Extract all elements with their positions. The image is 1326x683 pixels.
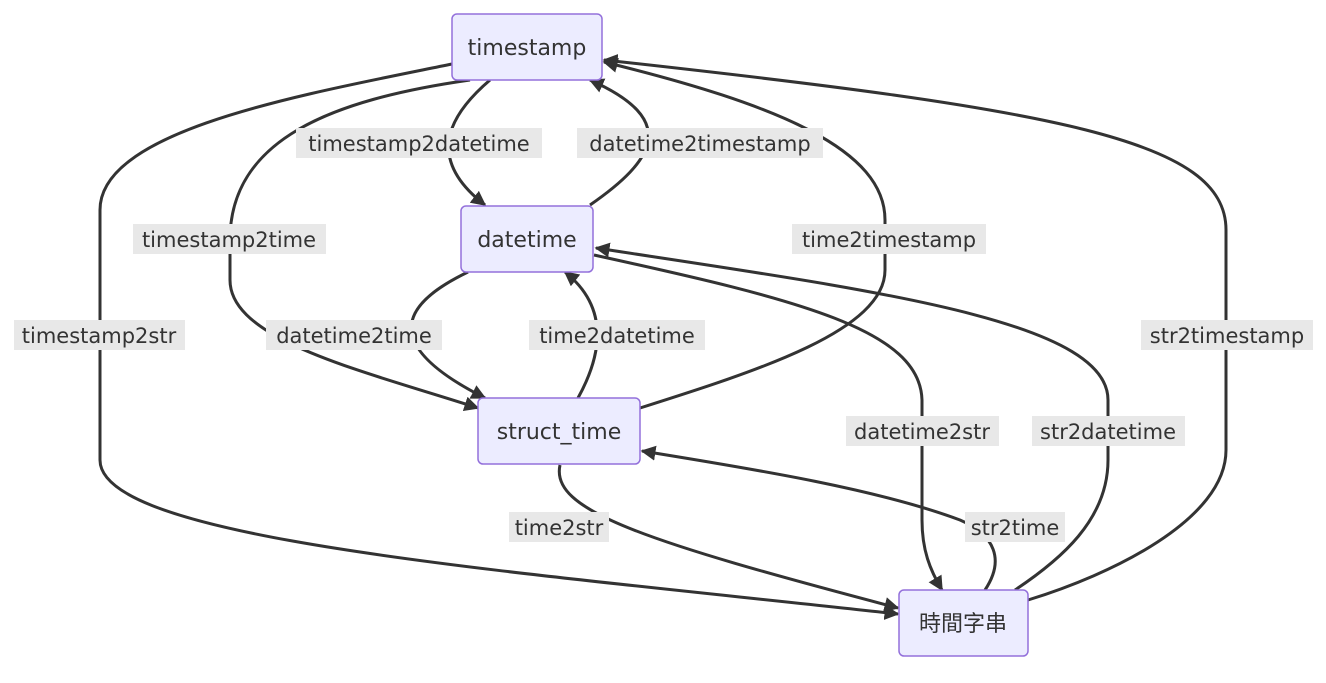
edge-label-datetime2timestamp: datetime2timestamp: [577, 128, 823, 158]
svg-text:str2timestamp: str2timestamp: [1150, 324, 1304, 348]
edge-str2timestamp: [602, 54, 1228, 602]
svg-text:datetime2timestamp: datetime2timestamp: [589, 132, 810, 156]
edge-str2datetime: [594, 242, 1110, 592]
edge-label-datetime2time: datetime2time: [266, 320, 442, 350]
edge-label-timestamp2datetime: timestamp2datetime: [296, 128, 542, 158]
svg-text:datetime: datetime: [477, 228, 576, 253]
svg-text:時間字串: 時間字串: [919, 612, 1007, 637]
node-timestamp: timestamp: [451, 13, 603, 81]
svg-text:time2str: time2str: [515, 516, 604, 540]
svg-text:datetime2time: datetime2time: [276, 324, 432, 348]
edge-label-str2timestamp: str2timestamp: [1141, 320, 1313, 350]
edge-label-str2time: str2time: [965, 512, 1065, 542]
node-struct-time: struct_time: [477, 397, 641, 465]
edge-label-datetime2str: datetime2str: [846, 416, 999, 446]
edge-label-time2datetime: time2datetime: [529, 320, 705, 350]
edge-str2time: [640, 445, 997, 591]
node-time-string: 時間字串: [898, 589, 1029, 657]
svg-text:timestamp2str: timestamp2str: [22, 324, 177, 348]
svg-text:datetime2str: datetime2str: [854, 420, 990, 444]
edge-time2timestamp: [602, 57, 887, 410]
svg-text:time2datetime: time2datetime: [539, 324, 695, 348]
svg-text:str2datetime: str2datetime: [1040, 420, 1176, 444]
edge-timestamp2str: [98, 62, 900, 620]
edge-time2str: [557, 464, 900, 612]
edge-label-str2datetime: str2datetime: [1032, 416, 1185, 446]
svg-text:timestamp2datetime: timestamp2datetime: [308, 132, 529, 156]
edge-label-time2str: time2str: [509, 512, 609, 542]
edge-label-timestamp2time: timestamp2time: [133, 224, 326, 254]
edges: [98, 54, 1228, 620]
svg-text:time2timestamp: time2timestamp: [802, 228, 976, 252]
edge-label-time2timestamp: time2timestamp: [792, 224, 986, 254]
svg-text:str2time: str2time: [971, 516, 1060, 540]
svg-text:struct_time: struct_time: [497, 420, 622, 445]
node-datetime: datetime: [460, 205, 594, 273]
edge-label-timestamp2str: timestamp2str: [14, 320, 185, 350]
edge-datetime2str: [593, 253, 944, 592]
svg-text:timestamp: timestamp: [468, 36, 587, 61]
svg-text:timestamp2time: timestamp2time: [142, 228, 316, 252]
